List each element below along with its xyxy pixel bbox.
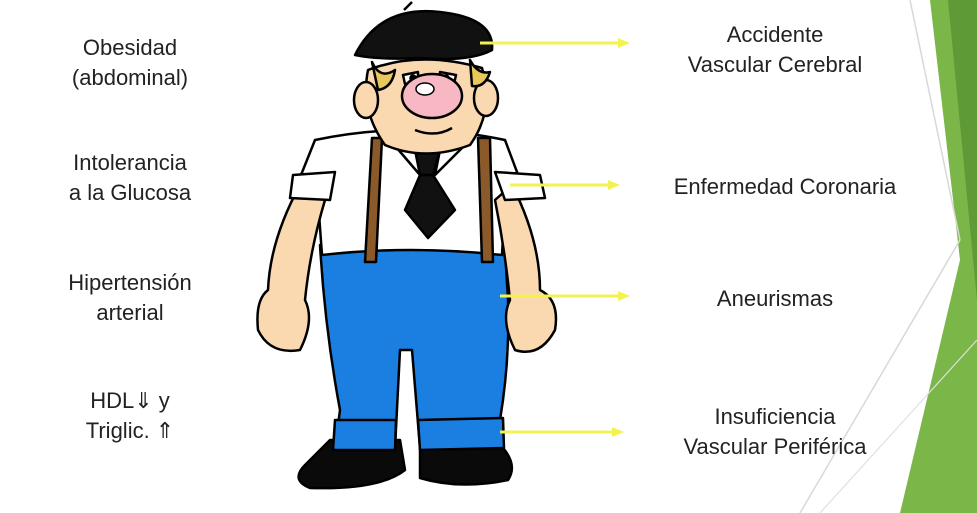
arrow-3-head [618, 291, 630, 301]
risk-factor-line1: Intolerancia [30, 148, 230, 178]
risk-factor-line1: HDL⇓ y [30, 386, 230, 416]
left-ear [354, 82, 378, 118]
risk-factor-glucose: Intolerancia a la Glucosa [30, 148, 230, 208]
risk-factor-lipids: HDL⇓ y Triglic. ⇑ [30, 386, 230, 446]
outcome-peripheral-insufficiency: Insuficiencia Vascular Periférica [650, 402, 900, 462]
nose-highlight [416, 83, 434, 95]
risk-factor-line2: a la Glucosa [30, 178, 230, 208]
outcome-line1: Aneurismas [650, 284, 900, 314]
left-sleeve [290, 172, 335, 200]
arrow-1-head [618, 38, 630, 48]
cartoon-man-illustration [257, 2, 556, 488]
risk-factor-obesity: Obesidad (abdominal) [30, 33, 230, 93]
outcome-line1: Enfermedad Coronaria [620, 172, 950, 202]
outcome-aneurysms: Aneurismas [650, 284, 900, 314]
beret [355, 11, 492, 59]
arrow-4-head [612, 427, 624, 437]
risk-factor-hypertension: Hipertensión arterial [30, 268, 230, 328]
risk-factor-line2: (abdominal) [30, 63, 230, 93]
outcome-line1: Insuficiencia [650, 402, 900, 432]
left-arm [257, 185, 325, 351]
risk-factor-line1: Hipertensión [30, 268, 230, 298]
risk-factor-line2: arterial [30, 298, 230, 328]
pants-cuff-right [418, 418, 504, 450]
arrow-2-head [608, 180, 620, 190]
pants [320, 241, 508, 448]
suspender-right [478, 138, 493, 262]
nose [402, 74, 462, 118]
outcome-line2: Vascular Cerebral [650, 50, 900, 80]
outcome-line1: Accidente [650, 20, 900, 50]
outcome-coronary-disease: Enfermedad Coronaria [620, 172, 950, 202]
beret-stem [404, 2, 412, 10]
outcome-stroke: Accidente Vascular Cerebral [650, 20, 900, 80]
pants-cuff-left [333, 420, 396, 450]
risk-factor-line2: Triglic. ⇑ [30, 416, 230, 446]
outcome-line2: Vascular Periférica [650, 432, 900, 462]
risk-factor-line1: Obesidad [30, 33, 230, 63]
